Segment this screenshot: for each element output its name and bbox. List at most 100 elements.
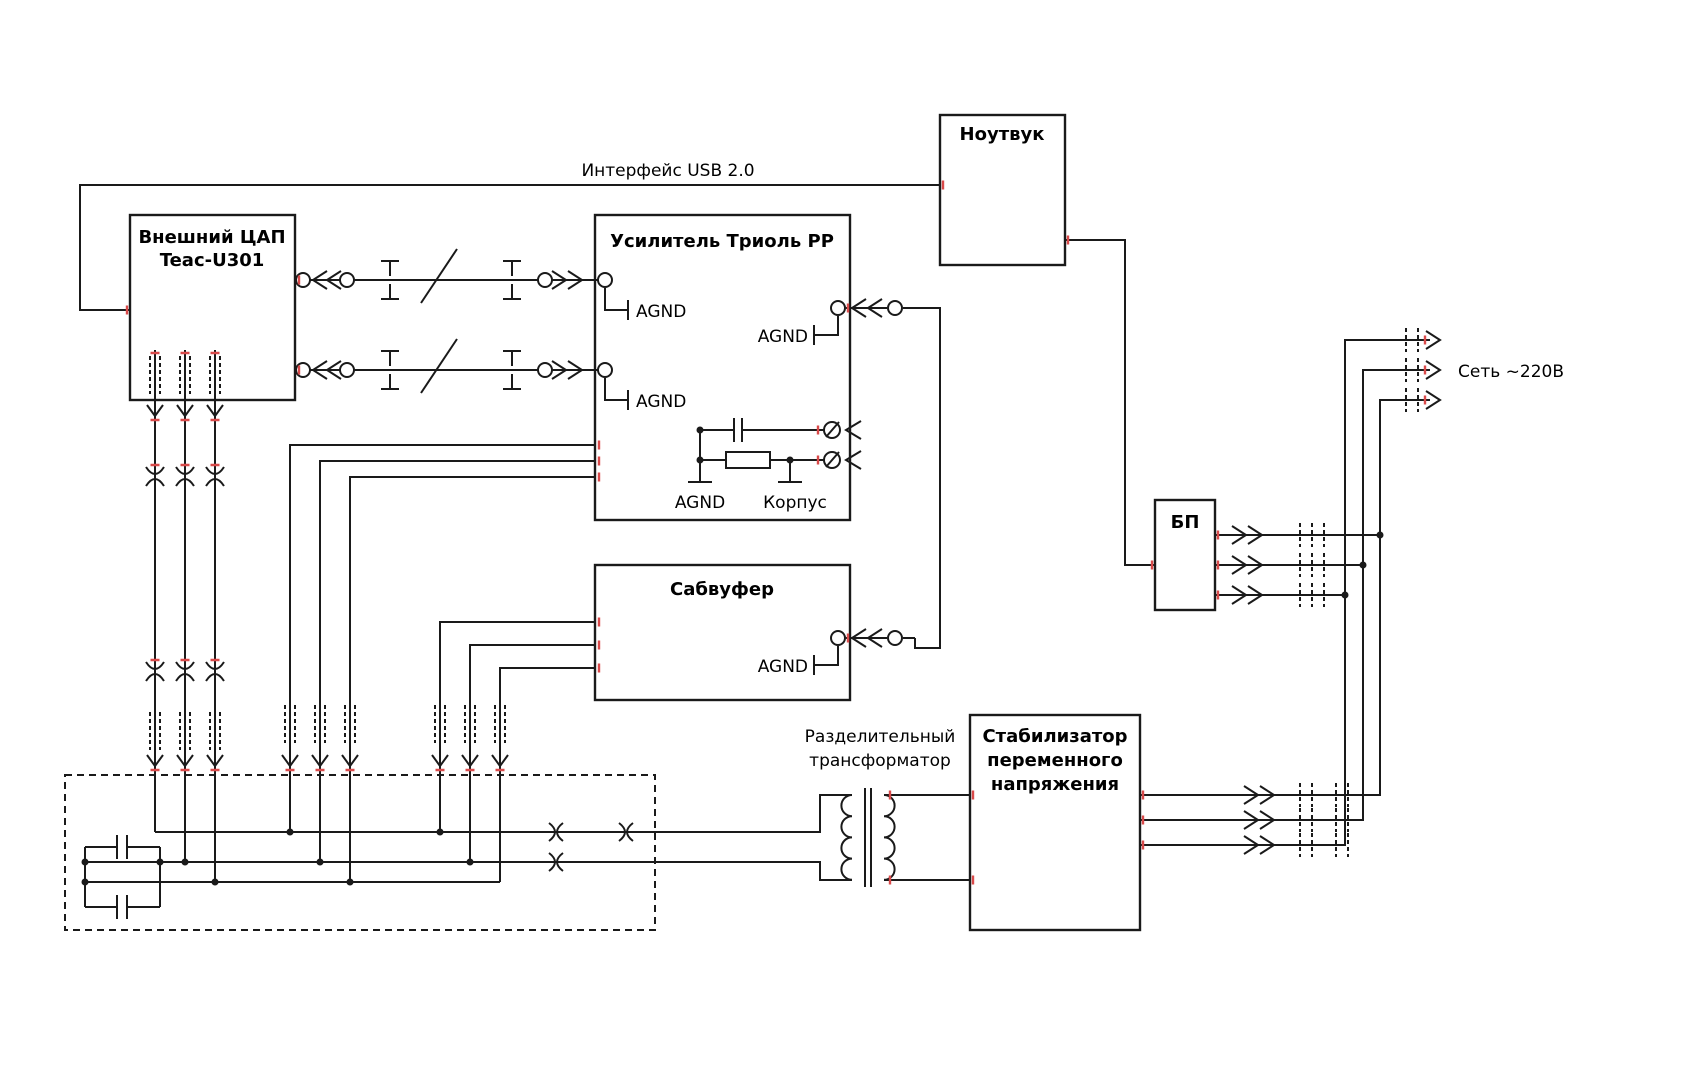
- capacitor-icon: [116, 835, 128, 859]
- amp-to-subwoofer-cable: [813, 298, 941, 675]
- capacitor-icon: [733, 418, 743, 442]
- amplifier-title: Усилитель Триоль РР: [610, 231, 834, 252]
- psu-box: [1153, 498, 1217, 612]
- mains-label: Сеть ~220В: [1458, 362, 1564, 382]
- transformer-core-icon: [864, 788, 872, 887]
- arrow-down-icon: [281, 754, 299, 768]
- agnd-ground-icon: [688, 460, 712, 483]
- chevron-left-icon: [866, 298, 883, 318]
- shield-tap-icon: [503, 260, 521, 300]
- stabilizer-title: Стабилизатор: [982, 726, 1127, 747]
- chevron-right-icon: [551, 360, 568, 380]
- shield-marker-icon: [1405, 388, 1419, 412]
- chevron-right-icon: [1243, 785, 1276, 805]
- shield-marker-icon: [1299, 553, 1325, 577]
- arrow-down-icon: [206, 404, 224, 418]
- rca-plug-icon: [339, 362, 355, 378]
- connector-gap-icon: [205, 466, 225, 487]
- connector-gap-icon: [175, 661, 195, 682]
- agnd-label: AGND: [636, 392, 686, 412]
- isolation-transformer-label: трансформатор: [809, 751, 951, 771]
- chevron-left-icon: [844, 420, 862, 440]
- rca-plug-icon: [537, 362, 553, 378]
- terminal-slash-icon: [825, 451, 840, 468]
- secondary-winding-icon: [883, 794, 896, 881]
- agnd-label: AGND: [675, 493, 725, 513]
- usb-interface-label: Интерфейс USB 2.0: [581, 161, 754, 181]
- shield-tap-icon: [381, 260, 399, 300]
- resistor-icon: [725, 451, 771, 469]
- capacitor-icon: [116, 895, 128, 919]
- rca-plug-icon: [887, 630, 903, 646]
- arrow-right-icon: [1425, 360, 1442, 380]
- rca-plug-icon: [339, 272, 355, 288]
- rca-interconnect-top: [295, 248, 613, 304]
- connector-gap-icon: [175, 466, 195, 487]
- chevron-left-icon: [325, 270, 342, 290]
- arrow-down-icon: [311, 754, 329, 768]
- rca-plug-icon: [830, 300, 846, 316]
- psu-title: БП: [1171, 512, 1200, 533]
- arrow-down-icon: [341, 754, 359, 768]
- rca-plug-icon: [597, 362, 613, 378]
- chevron-left-icon: [866, 628, 883, 648]
- shield-marker-icon: [1405, 358, 1419, 382]
- rca-plug-icon: [597, 272, 613, 288]
- agnd-label: AGND: [636, 302, 686, 322]
- isolation-transformer-label: Разделительный: [805, 727, 956, 747]
- laptop-box: [938, 113, 1067, 267]
- chevron-right-icon: [1243, 835, 1276, 855]
- chevron-left-icon: [844, 450, 862, 470]
- cable-slash-icon: [420, 338, 458, 394]
- shield-marker-icon: [1299, 583, 1325, 607]
- device-power-cables: [145, 350, 595, 882]
- power-filter-internals: [84, 794, 852, 919]
- isolation-transformer: [840, 788, 970, 887]
- chassis-ground-icon: [778, 460, 802, 483]
- usb-link: [79, 184, 940, 311]
- stabilizer-title: переменного: [987, 750, 1123, 771]
- connector-gap-icon: [548, 852, 564, 872]
- stabilizer-title: напряжения: [991, 774, 1119, 795]
- agnd-label: AGND: [758, 327, 808, 347]
- amplifier-box: [593, 213, 852, 522]
- connection-ticks: [125, 180, 1427, 885]
- stabilizer-box: [968, 713, 1142, 932]
- amp-input-ground: [604, 288, 629, 410]
- chevron-left-icon: [850, 298, 867, 318]
- chassis-label: Корпус: [763, 493, 827, 513]
- dac-title: Teac-U301: [160, 250, 265, 271]
- terminal-slash-icon: [825, 421, 840, 438]
- shield-marker-icon: [1405, 328, 1419, 352]
- junction-dots: [81, 426, 1384, 886]
- dac-title: Внешний ЦАП: [138, 227, 285, 248]
- arrow-down-icon: [176, 754, 194, 768]
- chevron-right-icon: [1231, 525, 1264, 545]
- chevron-left-icon: [311, 270, 328, 290]
- rca-interconnect-bottom: [295, 338, 613, 394]
- primary-winding-icon: [840, 794, 853, 881]
- chevron-right-icon: [551, 270, 568, 290]
- arrow-down-icon: [146, 754, 164, 768]
- arrow-down-icon: [206, 754, 224, 768]
- shield-marker-icon: [1299, 523, 1325, 547]
- rca-plug-icon: [887, 300, 903, 316]
- arrow-right-icon: [1425, 330, 1442, 350]
- connector-gap-icon: [145, 661, 165, 682]
- subwoofer-box: [593, 563, 852, 702]
- chevron-right-icon: [567, 360, 584, 380]
- connector-gap-icon: [145, 466, 165, 487]
- chevron-left-icon: [850, 628, 867, 648]
- agnd-label: AGND: [758, 657, 808, 677]
- chevron-left-icon: [325, 360, 342, 380]
- arrow-down-icon: [176, 404, 194, 418]
- shield-tap-icon: [381, 350, 399, 390]
- arrow-down-icon: [491, 754, 509, 768]
- chevron-right-icon: [1231, 555, 1264, 575]
- arrow-down-icon: [431, 754, 449, 768]
- dac-box: [128, 213, 297, 402]
- connector-gap-icon: [548, 822, 564, 842]
- cable-slash-icon: [420, 248, 458, 304]
